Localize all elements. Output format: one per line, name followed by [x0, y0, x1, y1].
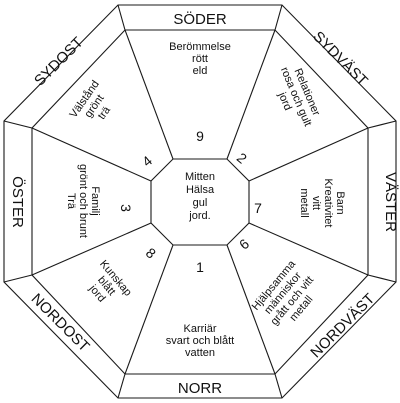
direction-west: VÄSTER [382, 172, 399, 232]
sector-bottom-line-2: svart och blått [166, 335, 234, 347]
sector-right-line-3: vitt [310, 196, 322, 210]
sector-top-line-1: Berömmelse [169, 41, 231, 53]
sector-right-number: 7 [254, 200, 262, 216]
direction-southeast: SYDOST [31, 34, 87, 90]
center-sector: Mitten Hälsa gul jord. [185, 171, 215, 222]
sector-top: Berömmelse rött eld 9 [169, 41, 231, 144]
sector-top-number: 9 [196, 128, 204, 144]
sector-bottom-left-number: 8 [143, 244, 159, 261]
sector-left-line-2: grönt och brunt [77, 164, 89, 238]
sector-right: Barn Kreativitet vitt metall [298, 179, 346, 228]
sector-bottom-left: Kunskap blått jord [86, 258, 134, 305]
sector-top-left: Välstånd grönt trä [68, 78, 114, 121]
center-line-2: Hälsa [186, 184, 215, 196]
sector-bottom-line-1: Karriär [183, 323, 216, 335]
direction-northeast: NORDOST [28, 290, 93, 355]
sector-right-line-2: Kreativitet [322, 179, 334, 228]
sector-left-line-1: Familj [89, 186, 101, 215]
inner-spokes [31, 29, 369, 375]
sector-top-left-number: 4 [139, 152, 155, 169]
sector-left-line-3: Trä [65, 193, 77, 210]
direction-east: ÖSTER [9, 176, 27, 228]
sector-top-right: Relationer rosa och gult jord [275, 65, 322, 128]
sector-left: Familj grönt och brunt Trä [65, 164, 101, 238]
sector-right-line-1: Barn [334, 191, 346, 214]
sector-top-right-number: 2 [234, 149, 250, 166]
direction-north: NORR [178, 380, 222, 397]
center-line-1: Mitten [185, 171, 215, 183]
sector-bottom: 1 Karriär svart och blått vatten [166, 259, 234, 359]
sector-left-number: 3 [118, 204, 134, 212]
sector-top-line-3: eld [193, 65, 208, 77]
direction-south: SÖDER [173, 10, 227, 28]
outer-spokes [3, 4, 397, 399]
sector-top-line-2: rött [192, 53, 208, 65]
sector-bottom-number: 1 [196, 259, 204, 275]
direction-southwest: SYDVÄST [309, 28, 371, 90]
center-line-4: jord. [188, 210, 210, 222]
sector-bottom-right: Hjälpsamma människor grått och vitt meta… [250, 258, 316, 328]
direction-northwest: NORDVÄST [307, 290, 378, 361]
center-line-3: gul [193, 197, 208, 209]
sector-bottom-right-number: 6 [236, 235, 252, 252]
sector-bottom-line-3: vatten [185, 347, 215, 359]
sector-right-line-4: metall [298, 188, 310, 217]
